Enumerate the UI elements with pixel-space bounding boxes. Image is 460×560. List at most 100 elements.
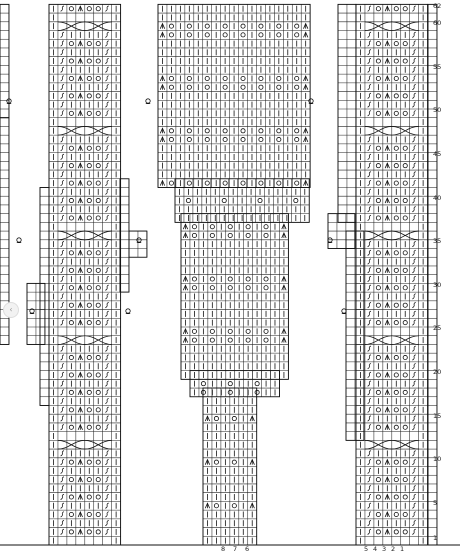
yarn-over-icon [68,389,74,395]
twisted-stitch-icon [367,284,372,291]
yarn-over-icon [276,75,282,81]
twisted-stitch-icon [60,84,65,91]
prev-arrow-icon[interactable]: ‹ [3,302,19,318]
yarn-over-icon [258,32,264,38]
yarn-over-icon [402,424,408,430]
twisted-stitch-icon [367,485,372,492]
yarn-over-icon [204,180,210,186]
yarn-over-icon [263,224,269,230]
twisted-stitch-icon [105,363,109,370]
twisted-stitch-icon [60,310,65,317]
yarn-over-icon [204,75,210,81]
twisted-stitch-icon [60,275,65,282]
twisted-stitch-icon [412,214,416,221]
yarn-over-icon [393,6,399,12]
twisted-stitch-icon [105,511,109,518]
twisted-stitch-icon [412,310,416,317]
twisted-stitch-icon [367,476,372,483]
edge-marker-icon [145,98,151,104]
yarn-over-icon [168,128,174,134]
twisted-stitch-icon [60,179,65,187]
twisted-stitch-icon [367,415,372,422]
yarn-over-icon [402,285,408,291]
twisted-stitch-icon [367,240,372,248]
yarn-over-icon [191,328,197,334]
yarn-over-icon [276,23,282,29]
yarn-over-icon [204,137,210,143]
twisted-stitch-icon [367,110,372,117]
yarn-over-icon [245,337,251,343]
edge-marker-icon [125,308,131,314]
yarn-over-icon [240,84,246,90]
cable-cross-icon [57,21,85,31]
yarn-over-icon [86,424,92,430]
twisted-stitch-icon [367,136,372,143]
twisted-stitch-icon [367,258,372,265]
yarn-over-icon [68,477,74,483]
yarn-over-icon [393,110,399,116]
yarn-over-icon [168,75,174,81]
twisted-stitch-icon [60,66,65,73]
yarn-over-icon [68,529,74,535]
twisted-stitch-icon [105,467,109,474]
yarn-over-icon [200,381,206,387]
twisted-stitch-icon [367,363,372,370]
yarn-over-icon [375,459,381,465]
yarn-over-icon [191,285,197,291]
yarn-over-icon [393,459,399,465]
yarn-over-icon [375,285,381,291]
yarn-over-icon [186,75,192,81]
yarn-over-icon [375,302,381,308]
yarn-over-icon [227,337,233,343]
yarn-over-icon [185,198,191,204]
twisted-stitch-icon [412,493,416,500]
yarn-over-icon [393,163,399,169]
twisted-stitch-icon [105,493,109,500]
outline-layer [0,3,460,546]
yarn-over-icon [402,180,408,186]
row-label-25: 25 [433,324,441,332]
yarn-over-icon [375,145,381,151]
yarn-over-icon [95,459,101,465]
yarn-over-icon [402,389,408,395]
yarn-over-icon [86,75,92,81]
twisted-stitch-icon [367,493,372,500]
yarn-over-icon [402,407,408,413]
cable-cross-icon [364,230,392,241]
edge-marker-icon [341,308,347,314]
yarn-over-icon [68,250,74,256]
yarn-over-icon [186,137,192,143]
yarn-over-icon [393,41,399,47]
yarn-over-icon [294,32,300,38]
yarn-over-icon [95,163,101,169]
col-label-8: 8 [221,545,225,553]
yarn-over-icon [227,285,233,291]
twisted-stitch-icon [60,415,65,422]
row-label-20: 20 [433,368,441,376]
twisted-stitch-icon [367,84,372,91]
yarn-over-icon [209,276,215,282]
yarn-over-icon [68,215,74,221]
yarn-over-icon [258,128,264,134]
yarn-over-icon [68,41,74,47]
yarn-over-icon [402,145,408,151]
twisted-stitch-icon [412,240,416,248]
yarn-over-icon [95,6,101,12]
yarn-over-icon [245,276,251,282]
yarn-over-icon [393,372,399,378]
yarn-over-icon [86,494,92,500]
yarn-over-icon [191,276,197,282]
yarn-over-icon [68,267,74,273]
left-panel-notch-outline [128,230,148,258]
twisted-stitch-icon [60,197,65,204]
twisted-stitch-icon [412,467,416,474]
yarn-over-icon [393,180,399,186]
yarn-over-icon [95,477,101,483]
edge-marker-icon [308,98,314,104]
yarn-over-icon [191,224,197,230]
twisted-stitch-icon [60,145,65,152]
twisted-stitch-icon [412,371,416,378]
yarn-over-icon [68,372,74,378]
cable-cross-icon [391,335,419,345]
twisted-stitch-icon [412,424,416,431]
